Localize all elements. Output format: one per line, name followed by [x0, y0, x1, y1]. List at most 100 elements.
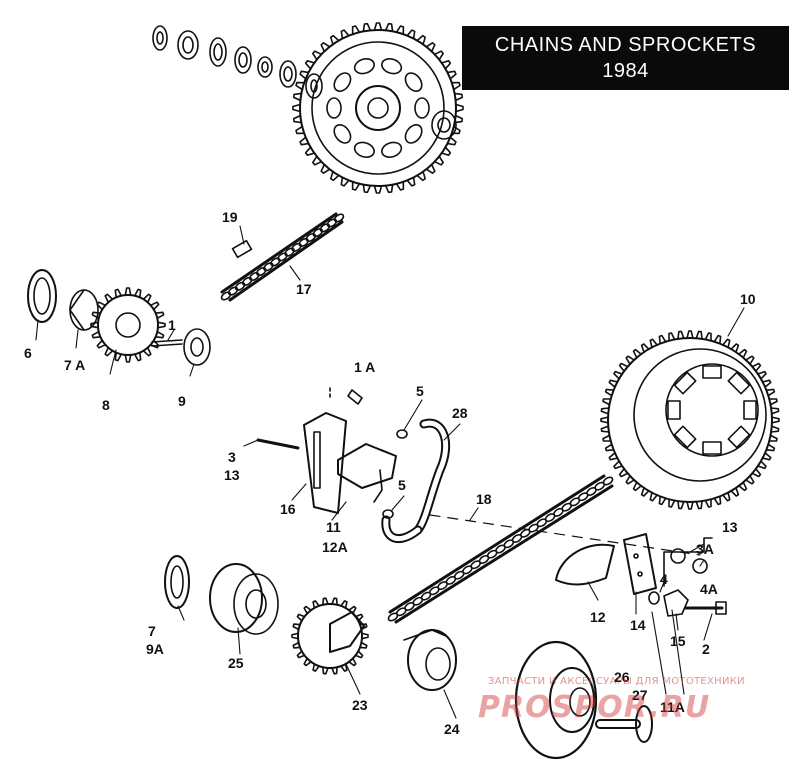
chain-link: [249, 271, 260, 282]
sprocket-hole: [414, 97, 430, 119]
sprocket-tooth: [351, 181, 361, 191]
title-line-2: 1984: [602, 60, 649, 82]
chain-link: [256, 267, 267, 277]
sprocket-hole: [404, 124, 423, 144]
sprocket-tooth: [406, 176, 416, 187]
sprocket-tooth: [312, 663, 320, 672]
sprocket-tooth: [362, 183, 372, 194]
sprocket-tooth: [292, 623, 301, 631]
chain-link: [312, 228, 324, 238]
sprocket-tooth: [124, 354, 132, 363]
sprocket-tooth: [440, 59, 452, 70]
sprocket-tooth: [770, 407, 780, 415]
sprocket-tooth: [311, 155, 323, 166]
sprocket-tooth: [658, 334, 667, 345]
sprocket-tooth: [649, 338, 658, 349]
sprocket-tooth: [299, 70, 310, 80]
sprocket-hole: [404, 72, 423, 92]
sprocket-tooth: [142, 346, 152, 357]
sprocket-tooth: [90, 321, 99, 329]
sprocket-hole: [333, 124, 352, 144]
chain-link: [284, 247, 295, 257]
chain-link: [305, 232, 317, 243]
watermark-tagline: ЗАПЧАСТИ И АКСЕССУАРЫ ДЛЯ МОТОТЕХНИКИ: [488, 676, 745, 687]
sprocket-tooth: [640, 343, 650, 353]
label-11a: 11A: [660, 699, 685, 715]
sprocket-tooth: [362, 22, 372, 33]
sprocket-tooth: [292, 103, 301, 113]
label-4a: 4A: [700, 581, 718, 597]
label-4: 4: [660, 571, 668, 587]
chain-link: [263, 262, 274, 272]
label-15: 15: [670, 633, 686, 649]
sprocket-tooth: [613, 370, 623, 380]
sprocket-tooth: [770, 425, 780, 433]
chain-tensioner-group: [256, 387, 451, 544]
label-26: 26: [614, 669, 630, 685]
sprocket-tooth: [303, 657, 312, 667]
label-12: 12: [590, 609, 606, 625]
sprocket-hole: [353, 58, 375, 75]
sprocket-tooth: [602, 434, 612, 442]
tensioner-shoe-and-plate: [555, 533, 727, 617]
rearSprocket-teeth: [292, 22, 464, 194]
sprocket-tooth: [104, 293, 114, 304]
sprocket-tooth: [157, 321, 166, 329]
sprocket-tooth: [292, 92, 303, 102]
sprocket-tooth: [351, 25, 361, 36]
sprocket-tooth: [96, 301, 107, 311]
sprocket-tooth: [618, 362, 629, 372]
clutch-drum: [600, 330, 780, 510]
sprocket-tooth: [738, 348, 748, 359]
leader-lines: [35, 225, 745, 719]
sprocket-tooth: [292, 114, 303, 124]
chain-link: [220, 291, 232, 301]
label-5-upper: 5: [416, 383, 424, 399]
sprocket-tooth: [133, 351, 142, 362]
sprocket-tooth: [322, 666, 329, 675]
sprocket-hole: [381, 141, 403, 158]
sprocket-tooth: [450, 125, 461, 135]
sprocket-tooth: [299, 136, 310, 146]
sprocket-tooth: [433, 50, 445, 61]
label-27: 27: [632, 687, 648, 703]
label-12a: 12A: [322, 539, 348, 555]
sprocket-tooth: [658, 495, 667, 506]
sprocket-tooth: [114, 351, 123, 362]
sprocket-tooth: [761, 452, 772, 461]
chain-link: [333, 213, 345, 223]
sprocket-tooth: [384, 22, 394, 33]
label-2: 2: [702, 641, 710, 657]
sprocket-tooth: [416, 34, 427, 46]
sprocket-tooth: [640, 487, 650, 497]
part-number-labels: 19 17 6 7 A 8 1 9 10 1 A 5 28 3 13 5 16 …: [24, 209, 756, 737]
primary-chain: [387, 474, 701, 624]
chain-link: [326, 218, 338, 228]
chain-link: [291, 242, 302, 252]
sprocket-tooth: [713, 334, 722, 345]
sprocket-tooth: [91, 311, 102, 320]
label-6: 6: [24, 345, 32, 361]
drum-slot: [727, 371, 751, 395]
sprocket-tooth: [450, 81, 461, 91]
sprocket-tooth: [765, 388, 776, 397]
sprocket-tooth: [154, 330, 165, 339]
sprocket-tooth: [433, 155, 445, 166]
drum-slot: [667, 400, 681, 420]
title-line-1: CHAINS AND SPROCKETS: [494, 34, 757, 56]
sprocket-tooth: [296, 650, 306, 659]
sprocket-tooth: [446, 136, 457, 146]
drum-slot: [673, 371, 697, 395]
sprocket-tooth: [738, 481, 748, 492]
label-14: 14: [630, 617, 646, 633]
sprocket-tooth: [704, 332, 712, 342]
sprocket-tooth: [291, 632, 299, 640]
sprocket-tooth: [425, 41, 436, 53]
drum-slot: [702, 365, 722, 379]
rear-sprocket-assembly: [152, 22, 464, 194]
chain-link: [241, 276, 253, 286]
sprocket-tooth: [329, 34, 340, 46]
label-7a: 7 A: [64, 357, 85, 373]
sprocket-tooth: [613, 460, 623, 470]
sprocket-tooth: [91, 330, 102, 339]
